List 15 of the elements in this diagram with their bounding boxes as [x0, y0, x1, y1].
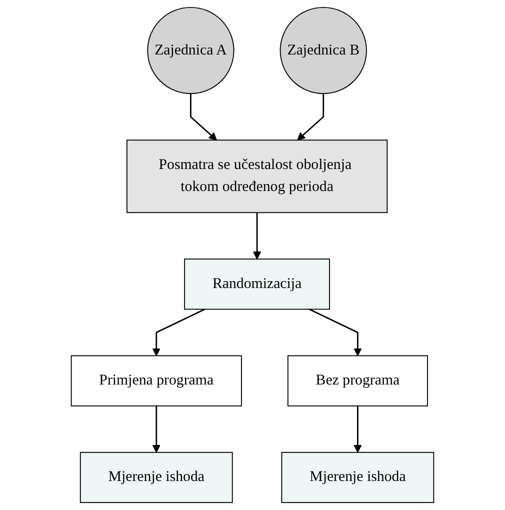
arrow [354, 406, 362, 453]
node-circle: Zajednica A [147, 6, 234, 94]
arrow [297, 94, 324, 140]
node-box: Mjerenje ishoda [80, 452, 233, 504]
node-box: Posmatra se učestalost oboljenja tokom određenog perioda [126, 140, 388, 214]
arrow [152, 406, 160, 453]
node-box: Mjerenje ishoda [281, 452, 434, 504]
arrow [152, 308, 206, 356]
arrow [252, 212, 262, 260]
node-box: Primjena programa [70, 355, 242, 406]
arrow [190, 94, 217, 140]
arrow [309, 308, 362, 356]
node-circle: Zajednica B [280, 6, 367, 94]
node-box: Randomizacija [184, 258, 330, 310]
node-box: Bez programa [287, 355, 428, 406]
